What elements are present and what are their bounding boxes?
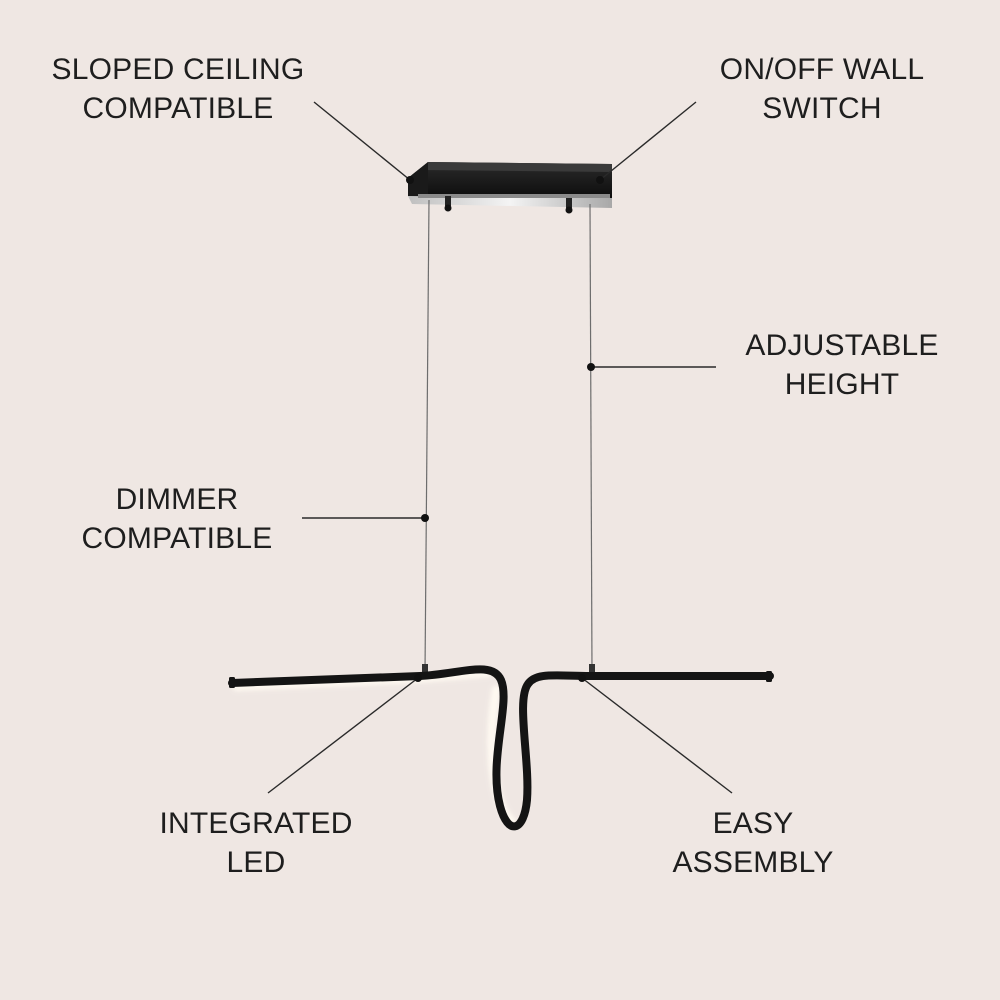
callout-dimmer-compatible-line2: COMPATIBLE [81, 522, 273, 555]
callout-dimmer-compatible-line1: DIMMER [115, 483, 239, 516]
callout-adjustable-height: ADJUSTABLE HEIGHT [722, 326, 962, 404]
callout-integrated-led-line2: LED [226, 846, 286, 879]
callout-dots [406, 176, 604, 682]
callout-integrated-led: INTEGRATED LED [140, 804, 372, 882]
callout-sloped-ceiling: SLOPED CEILING COMPATIBLE [38, 50, 318, 128]
suspension-cables [422, 199, 595, 674]
callout-easy-assembly: EASY ASSEMBLY [640, 804, 866, 882]
callout-on-off-switch: ON/OFF WALL SWITCH [692, 50, 952, 128]
callout-adjustable-height-line2: HEIGHT [784, 368, 900, 401]
callout-adjustable-height-line1: ADJUSTABLE [745, 329, 939, 362]
callout-integrated-led-line1: INTEGRATED [159, 807, 353, 840]
callout-easy-assembly-line1: EASY [712, 807, 794, 840]
callout-on-off-switch-line1: ON/OFF WALL [719, 53, 925, 86]
led-fixture-body [228, 665, 774, 831]
ceiling-canopy [408, 162, 612, 214]
callout-sloped-ceiling-line2: COMPATIBLE [82, 92, 274, 125]
led-glow [233, 671, 517, 827]
callout-sloped-ceiling-line1: SLOPED CEILING [51, 53, 305, 86]
callout-on-off-switch-line2: SWITCH [762, 92, 882, 125]
callout-dimmer-compatible: DIMMER COMPATIBLE [62, 480, 292, 558]
callout-easy-assembly-line2: ASSEMBLY [672, 846, 834, 879]
callout-leader-lines [267, 101, 733, 794]
